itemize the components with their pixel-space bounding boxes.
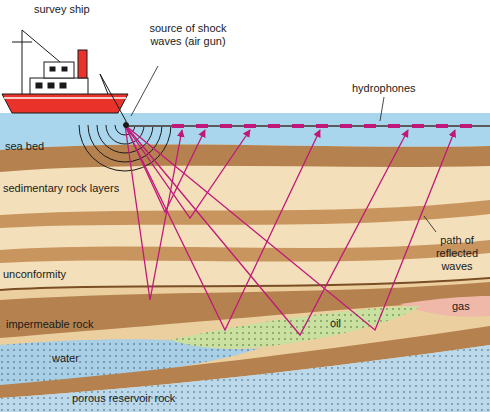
survey-ship-part [78,50,87,78]
sky-part [0,0,490,113]
survey-ship-part [22,30,23,96]
survey-ship [2,30,129,128]
label: unconformity [3,268,66,281]
hydrophone-streamer-part [268,124,280,128]
survey-ship-part [2,94,128,113]
leader-lines-part [131,66,158,116]
survey-ship-part [62,67,67,71]
label: impermeable rock [6,318,93,331]
survey-ship-part [36,83,42,88]
label: gas [452,300,470,313]
survey-ship-part [44,62,74,78]
survey-ship-part [12,42,32,43]
hydrophone-streamer-part [388,124,400,128]
label: survey ship [34,3,90,16]
survey-ship-part [124,123,129,128]
survey-ship-part [60,83,66,88]
hydrophone-streamer-part [436,124,448,128]
survey-ship-part [4,97,126,99]
label: sea bed [5,140,44,153]
reflected-wave-paths-part [125,125,408,335]
rock-strata-part [0,240,490,263]
reflected-wave-paths-part [125,125,455,330]
hydrophone-streamer-part [340,124,352,128]
hydrophone-streamer-part [292,124,304,128]
hydrophone-streamer-part [412,124,424,128]
reflected-wave-paths-part [125,125,250,218]
hydrophone-streamer-part [128,125,490,127]
rock-strata-part [0,345,490,412]
hydrophone-streamer-part [172,124,184,128]
hydrophone-streamer-part [196,124,208,128]
reflected-wave-paths-part [125,125,320,330]
reflected-wave-paths [125,125,455,335]
label: path of reflected waves [428,234,486,273]
sky [0,0,490,113]
rock-strata [0,145,490,412]
rock-strata-part [0,145,490,412]
survey-ship-part [50,67,55,71]
label: hydrophones [352,82,416,95]
hydrophone-streamer-part [220,124,232,128]
rock-strata-part [0,278,490,412]
survey-ship-part [48,83,54,88]
label: porous reservoir rock [72,392,175,405]
rock-strata-part [0,345,490,412]
reflected-wave-paths-part [125,125,182,300]
leader-lines-part [380,97,384,121]
label: sedimentary rock layers [3,182,119,195]
hydrophone-streamer [128,124,490,128]
survey-ship-part [100,74,126,121]
leader-lines-part [424,216,436,232]
reflected-wave-paths-part [125,125,205,212]
label: oil [330,317,341,330]
survey-ship-part [30,78,88,96]
hydrophone-streamer-part [316,124,328,128]
hydrophone-streamer-part [460,124,472,128]
label: water [52,352,79,365]
survey-ship-part [22,30,60,62]
rock-strata-part [0,145,490,172]
leader-lines [131,66,436,232]
hydrophone-streamer-part [364,124,376,128]
label: source of shock waves (air gun) [148,22,228,48]
hydrophone-streamer-part [244,124,256,128]
